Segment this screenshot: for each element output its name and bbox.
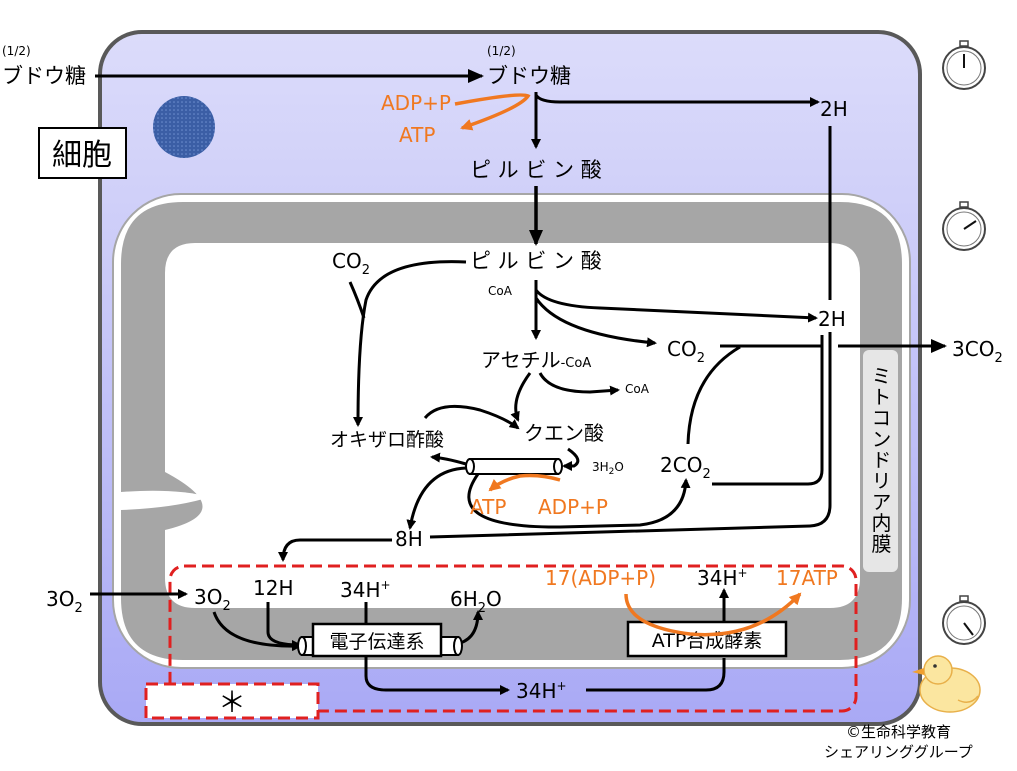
h8: 8H (395, 527, 423, 551)
h34-left: 34H+ (340, 578, 391, 602)
co2-3: 3CO2 (952, 337, 1003, 366)
cell-label: 細胞 (52, 138, 112, 173)
atp-17: 17ATP (776, 566, 838, 590)
citric-acid: クエン酸 (524, 421, 604, 445)
glucose: ブドウ糖 (487, 64, 571, 88)
mito-membrane-label-box (863, 350, 898, 572)
stopwatch-icon (942, 595, 986, 645)
etc-label: 電子伝達系 (329, 631, 424, 653)
atp-tca: ATP (470, 495, 506, 519)
co2-2: 2CO2 (660, 453, 711, 482)
copyright-line2: シェアリンググループ (824, 743, 973, 761)
glucose-fraction: (1/2) (487, 44, 516, 58)
h12: 12H (253, 576, 294, 600)
dashed-region (168, 564, 858, 713)
acetyl-coa: アセチル-CoA (481, 348, 591, 372)
nucleus-icon (153, 96, 215, 158)
atp-glycolysis: ATP (399, 123, 435, 147)
mito-membrane-label: ミトコンドリア内膜 (868, 366, 892, 555)
stopwatch-icon (942, 40, 986, 90)
stopwatch-icon (942, 201, 986, 251)
co2-matrix-right: CO2 (667, 337, 705, 366)
mitochondrion-inner-membrane (121, 202, 902, 660)
o2-3-inner: 3O2 (194, 585, 231, 614)
atp-synthase-label: ATP合成酵素 (652, 630, 763, 652)
h2-matrix: 2H (818, 307, 846, 331)
h2-cytoplasm: 2H (820, 97, 848, 121)
adp-p-tca: ADP+P (538, 495, 608, 519)
cell-label-box (38, 127, 127, 179)
copyright-line1: ©生命科学教育 (846, 723, 951, 741)
adp-p-glycolysis: ADP+P (381, 91, 451, 115)
glucose-fraction-outer: (1/2) (2, 44, 31, 58)
co2-matrix-left: CO2 (332, 249, 370, 278)
o2-3-outer: 3O2 (46, 587, 83, 616)
tca-cylinder (465, 458, 563, 475)
h34-right: 34H+ (697, 566, 748, 590)
pyruvate-matrix: ピ ル ビ ン 酸 (470, 249, 602, 273)
asterisk-box (144, 682, 320, 720)
etc-label-box (311, 622, 443, 658)
adp-p-17: 17(ADP+P) (545, 566, 656, 590)
water-3: 3H2O (592, 460, 624, 477)
h34-bottom: 34H+ (516, 679, 567, 703)
water-6: 6H2O (450, 587, 502, 616)
crista-tab (121, 490, 210, 510)
coa-label-1: CoA (488, 284, 513, 298)
glucose-outer: ブドウ糖 (2, 64, 86, 88)
pyruvate-cytoplasm: ピ ル ビ ン 酸 (470, 158, 602, 182)
coa-label-2: CoA (625, 382, 650, 396)
chick-mascot-icon (912, 655, 981, 713)
oxaloacetate: オキザロ酢酸 (330, 429, 444, 451)
asterisk-label: ＊ (218, 686, 246, 719)
